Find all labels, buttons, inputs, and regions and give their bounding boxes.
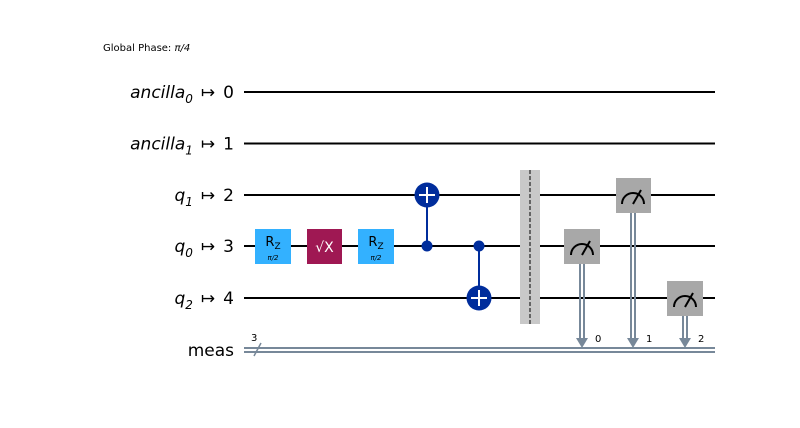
qubit-label-1: ancilla1↦1	[130, 135, 234, 158]
svg-text:√X: √X	[315, 240, 334, 256]
meter-icon	[570, 243, 594, 256]
rz-gate-2[interactable]: RZ π/2	[358, 229, 394, 264]
measure-gate-0[interactable]: 0	[564, 229, 601, 348]
measure-bit-label-2: 2	[698, 334, 704, 345]
meter-icon	[621, 192, 645, 205]
qubit-label-2: q1↦2	[174, 186, 234, 209]
classical-bundle-width: 3	[251, 333, 257, 344]
qubit-label-3: q0↦3	[174, 237, 234, 260]
rz-gate-1[interactable]: RZ π/2	[255, 229, 291, 264]
global-phase-label: Global Phase: π/4	[103, 43, 190, 54]
meter-icon	[673, 295, 697, 308]
svg-text:RZ: RZ	[265, 235, 280, 252]
classical-wire	[244, 347, 715, 353]
svg-text:π/2: π/2	[370, 254, 382, 262]
barrier	[520, 170, 540, 324]
classical-bundle-slash	[253, 342, 262, 357]
svg-text:RZ: RZ	[368, 235, 383, 252]
cnot-gate-1[interactable]	[414, 182, 440, 252]
measure-gate-2[interactable]: 2	[667, 281, 704, 348]
qubit-label-4: q2↦4	[174, 289, 234, 312]
cnot-control-dot	[421, 240, 433, 252]
cnot-control-dot	[473, 240, 485, 252]
measure-bit-label-0: 0	[595, 334, 601, 345]
sx-gate[interactable]: √X	[307, 229, 342, 264]
measure-bit-label-1: 1	[646, 334, 652, 345]
cnot-gate-2[interactable]	[466, 240, 492, 311]
classical-register-label: meas	[188, 341, 234, 361]
svg-text:π/2: π/2	[267, 254, 279, 262]
measure-gate-1[interactable]: 1	[616, 178, 652, 348]
qubit-label-0: ancilla0↦0	[130, 83, 234, 106]
